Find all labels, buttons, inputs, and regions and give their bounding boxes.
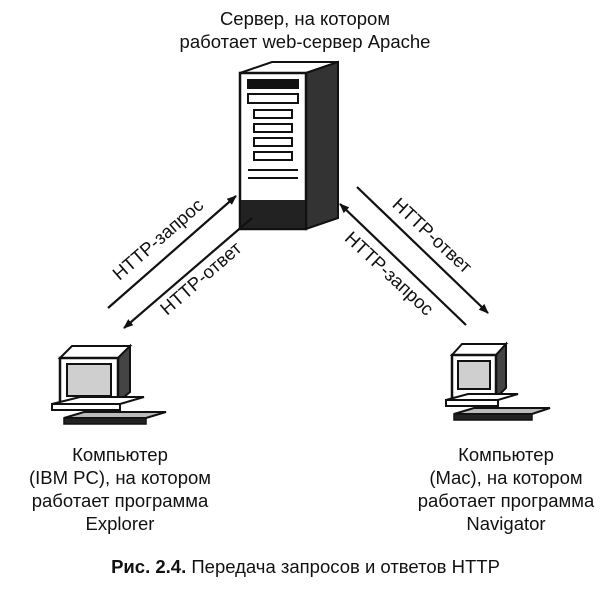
left-client-label-line-2: (IBM PC), на котором bbox=[28, 467, 211, 488]
arrow-right-response bbox=[356, 186, 489, 314]
arrow-label-right-response: HTTP-ответ bbox=[388, 193, 476, 277]
arrow-left-request bbox=[107, 195, 237, 309]
left-client-label: Компьютер (IBM PC), на котором работает … bbox=[0, 443, 240, 535]
diagram-canvas: HTTP-запрос HTTP-ответ HTTP-ответ HTTP-з… bbox=[51, 60, 551, 425]
server-tower-icon bbox=[238, 60, 339, 231]
server-label-line-2: работает web-сервер Apache bbox=[179, 31, 431, 52]
arrow-left-response bbox=[123, 217, 253, 329]
server-label-line-1: Сервер, на котором bbox=[219, 8, 391, 29]
right-client-label-line-2: (Mac), на котором bbox=[429, 467, 583, 488]
right-client-label-line-4: Navigator bbox=[466, 513, 546, 534]
figure-caption-text: Передача запросов и ответов HTTP bbox=[186, 556, 500, 577]
right-client-label-line-1: Компьютер bbox=[458, 444, 554, 465]
left-client-label-line-3: работает программа bbox=[31, 490, 209, 511]
figure-number: Рис. 2.4. bbox=[111, 556, 187, 577]
right-computer-icon bbox=[445, 341, 551, 421]
arrow-right-request bbox=[339, 203, 467, 326]
right-client-label: Компьютер (Mac), на котором работает про… bbox=[398, 443, 611, 535]
server-label: Сервер, на котором работает web-сервер A… bbox=[140, 7, 470, 53]
arrow-label-left-response: HTTP-ответ bbox=[156, 237, 246, 319]
left-computer-icon bbox=[51, 343, 167, 425]
right-client-label-line-3: работает программа bbox=[417, 490, 595, 511]
left-client-label-line-1: Компьютер bbox=[72, 444, 168, 465]
left-client-label-line-4: Explorer bbox=[85, 513, 155, 534]
figure-caption: Рис. 2.4. Передача запросов и ответов HT… bbox=[0, 556, 611, 578]
